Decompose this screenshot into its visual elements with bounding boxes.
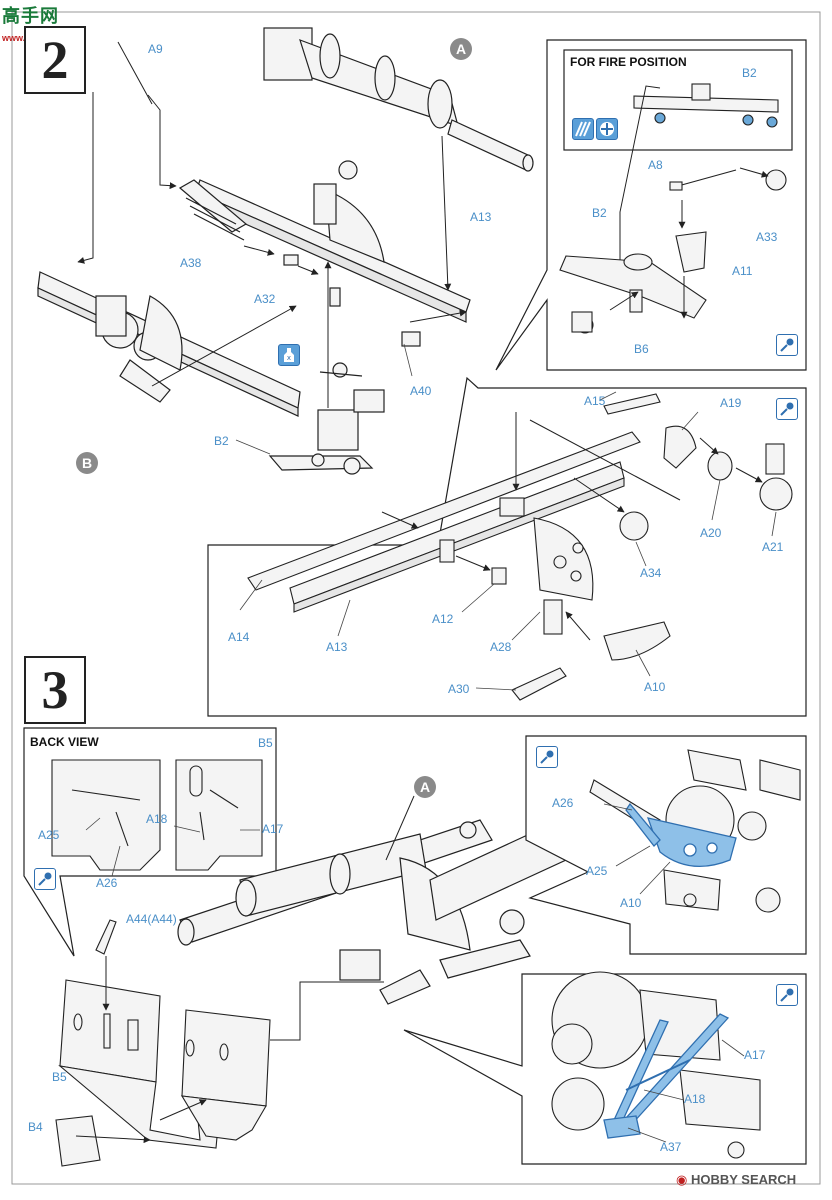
label-b5-back: B5 bbox=[258, 736, 273, 750]
label-a21: A21 bbox=[762, 540, 784, 554]
label-a19: A19 bbox=[720, 396, 742, 410]
cradle-subassembly-b bbox=[37, 271, 301, 417]
glue-brush-icon-fire-position bbox=[776, 334, 798, 356]
fire-position-header: FOR FIRE POSITION bbox=[570, 55, 687, 69]
gun-detail-lower-highlight bbox=[603, 1013, 730, 1139]
trail-detail-parts bbox=[247, 393, 793, 701]
label-a38: A38 bbox=[180, 256, 202, 270]
back-view-parts bbox=[51, 759, 263, 871]
svg-text:x: x bbox=[287, 354, 291, 362]
label-a32: A32 bbox=[254, 292, 276, 306]
label-a33: A33 bbox=[756, 230, 778, 244]
step3-main-assembly bbox=[177, 819, 567, 1005]
label-a17-back: A17 bbox=[262, 822, 284, 836]
watermark-top-text: 高手网 bbox=[2, 6, 59, 26]
label-a14: A14 bbox=[228, 630, 250, 644]
step2-arrows bbox=[77, 41, 467, 408]
carriage-trail bbox=[178, 179, 471, 323]
leader-lines bbox=[85, 343, 777, 1143]
watermark-bottom-icon: ◉ bbox=[676, 1172, 688, 1187]
barrel-subassembly-a bbox=[263, 27, 534, 172]
fire-position-arrows bbox=[609, 85, 769, 319]
label-a25-detail: A25 bbox=[586, 864, 608, 878]
step-number-2: 2 bbox=[24, 26, 86, 94]
cross-circle-icon bbox=[596, 118, 618, 140]
subassembly-marker-b: B bbox=[76, 452, 98, 474]
cement-bottle-icon: x bbox=[278, 344, 300, 366]
label-a40: A40 bbox=[410, 384, 432, 398]
glue-brush-icon-upper-detail bbox=[536, 746, 558, 768]
label-b2-main: B2 bbox=[214, 434, 229, 448]
glue-brush-icon-back-view bbox=[34, 868, 56, 890]
trail-detail-callout bbox=[207, 376, 807, 717]
step2-main-assembly bbox=[37, 27, 534, 475]
subassembly-marker-a-step3: A bbox=[414, 776, 436, 798]
label-a15: A15 bbox=[584, 394, 606, 408]
step3-arrows bbox=[75, 795, 415, 1144]
label-a20: A20 bbox=[700, 526, 722, 540]
label-b5-main: B5 bbox=[52, 1070, 67, 1084]
page-frame bbox=[11, 11, 821, 1185]
label-a12: A12 bbox=[432, 612, 454, 626]
elevation-sector bbox=[325, 189, 385, 263]
label-a26-back: A26 bbox=[96, 876, 118, 890]
label-a10-upper-detail: A10 bbox=[620, 896, 642, 910]
label-b2-fire: B2 bbox=[592, 206, 607, 220]
hatch-pattern-icon bbox=[572, 118, 594, 140]
gun-detail-upper-highlight bbox=[625, 802, 737, 867]
label-b6: B6 bbox=[634, 342, 649, 356]
label-a10-detail: A10 bbox=[644, 680, 666, 694]
label-a9: A9 bbox=[148, 42, 163, 56]
label-a13-detail: A13 bbox=[326, 640, 348, 654]
label-a30: A30 bbox=[448, 682, 470, 696]
subassembly-marker-a-step2: A bbox=[450, 38, 472, 60]
fire-position-callout bbox=[495, 39, 807, 371]
label-a13-top: A13 bbox=[470, 210, 492, 224]
glue-brush-icon-trail-detail bbox=[776, 398, 798, 420]
label-a44: A44(A44) bbox=[126, 912, 177, 926]
label-a11: A11 bbox=[732, 264, 753, 278]
label-a18-detail: A18 bbox=[684, 1092, 706, 1106]
label-a18-back: A18 bbox=[146, 812, 168, 826]
step-number-3: 3 bbox=[24, 656, 86, 724]
label-a37-detail: A37 bbox=[660, 1140, 682, 1154]
axle-b2-bottom bbox=[268, 362, 385, 475]
label-a25-back: A25 bbox=[38, 828, 60, 842]
trail-detail-arrows bbox=[381, 412, 763, 641]
watermark-bottom-text: HOBBY SEARCH bbox=[690, 1172, 797, 1187]
back-view-header: BACK VIEW bbox=[30, 735, 99, 749]
label-a26-detail: A26 bbox=[552, 796, 574, 810]
glue-brush-icon-lower-detail bbox=[776, 984, 798, 1006]
label-a17-detail: A17 bbox=[744, 1048, 766, 1062]
shield-b5-assembly bbox=[55, 919, 271, 1167]
label-b4: B4 bbox=[28, 1120, 43, 1134]
label-a28: A28 bbox=[490, 640, 512, 654]
label-a8: A8 bbox=[648, 158, 663, 172]
fire-position-parts bbox=[559, 83, 787, 334]
watermark-bottom: ◉ HOBBY SEARCH bbox=[676, 1172, 796, 1188]
label-b2-fire-top: B2 bbox=[742, 66, 757, 80]
label-a34: A34 bbox=[640, 566, 662, 580]
